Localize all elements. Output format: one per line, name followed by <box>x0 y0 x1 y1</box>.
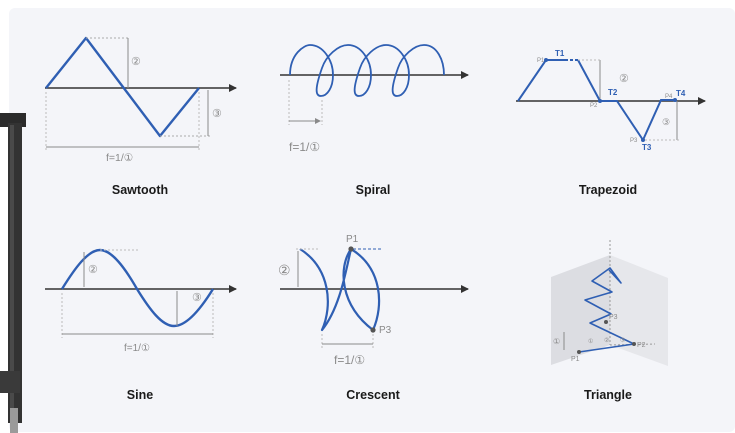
triangle-minor-marker-1: ① <box>588 338 593 345</box>
trapezoid-t3-label: T3 <box>642 143 652 152</box>
sawtooth-wave <box>45 36 200 138</box>
sine-offset-marker: ③ <box>192 292 202 304</box>
trapezoid-wave-upper <box>517 59 565 102</box>
sine-frequency-label: f=1/① <box>124 343 150 354</box>
triangle-minor-marker-3: ③ <box>620 337 625 344</box>
sawtooth-offset-marker: ③ <box>212 108 222 120</box>
caption-sawtooth: Sawtooth <box>111 183 169 197</box>
trapezoid-wave-down <box>577 59 675 143</box>
trapezoid-t2-label: T2 <box>608 88 618 97</box>
sine-wave <box>60 248 215 328</box>
trapezoid-p3-label: P3 <box>630 138 638 144</box>
triangle-period-marker: ① <box>553 337 560 346</box>
triangle-wave <box>578 267 635 353</box>
diagram-panel <box>9 8 735 432</box>
trapezoid-t1-label: T1 <box>555 49 565 58</box>
sine-diagram: ② ③ f=1/① <box>45 248 237 354</box>
triangle-p3-label: P3 <box>609 314 618 321</box>
triangle-p2-label: P2 <box>637 342 646 349</box>
crescent-diagram: ② P1 P3 f=1/① <box>278 234 469 367</box>
spiral-diagram: f=1/① <box>280 44 469 154</box>
sawtooth-frequency-label: f=1/① <box>106 152 134 164</box>
triangle-diagram: P1 P2 P3 ① ① ② ③ <box>551 240 668 366</box>
crescent-p3-label: P3 <box>379 325 392 336</box>
trapezoid-amplitude-marker: ② <box>619 73 629 85</box>
crescent-frequency-label: f=1/① <box>334 353 365 367</box>
crescent-amplitude-marker: ② <box>278 262 291 278</box>
trapezoid-t4-label: T4 <box>676 89 686 98</box>
sawtooth-amplitude-marker: ② <box>131 56 141 68</box>
trapezoid-p2-label: P2 <box>590 103 598 109</box>
caption-crescent: Crescent <box>346 388 400 402</box>
spiral-frequency-label: f=1/① <box>289 140 320 154</box>
caption-triangle: Triangle <box>584 388 632 402</box>
crescent-p1-label: P1 <box>346 234 359 245</box>
sine-amplitude-marker: ② <box>88 264 98 276</box>
triangle-back-plane-right <box>610 255 668 366</box>
spiral-wave <box>289 44 445 97</box>
triangle-minor-marker-2: ② <box>604 337 609 344</box>
trapezoid-offset-marker: ③ <box>662 117 670 127</box>
sawtooth-diagram: ② ③ f=1/① <box>45 36 237 164</box>
trapezoid-p4-label: P4 <box>665 94 673 100</box>
trapezoid-p1-label: P1 <box>537 58 545 64</box>
caption-spiral: Spiral <box>355 183 391 197</box>
trapezoid-diagram: ② ③ P1 P2 P3 P4 T1 T2 T3 T4 <box>516 49 706 152</box>
triangle-p1-label: P1 <box>571 356 580 363</box>
mounting-rail-image <box>0 113 26 433</box>
caption-sine: Sine <box>126 388 154 402</box>
caption-trapezoid: Trapezoid <box>578 183 638 197</box>
